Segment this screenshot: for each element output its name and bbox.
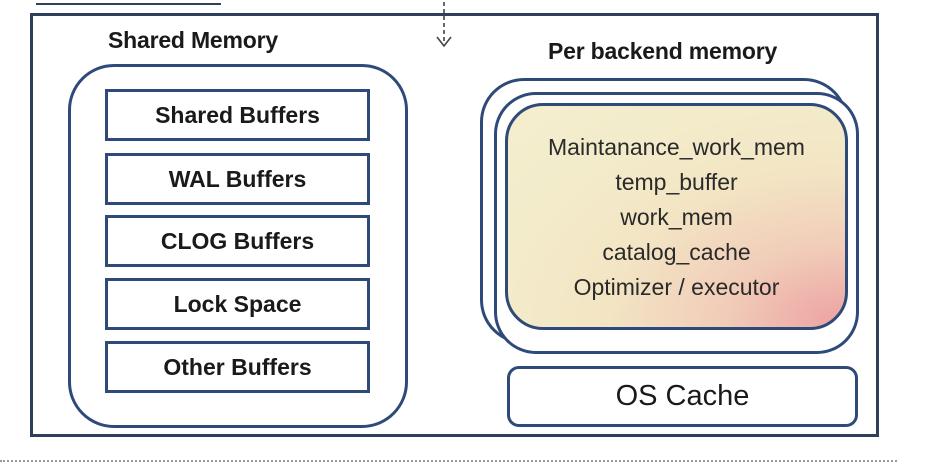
clog-buffers-box: CLOG Buffers (105, 215, 370, 267)
backend-item-work-mem: work_mem (620, 204, 733, 230)
top-frame-fragment (36, 3, 221, 5)
lock-space-box: Lock Space (105, 278, 370, 330)
shared-memory-container (68, 64, 408, 428)
dashed-down-arrow-icon (436, 2, 452, 48)
backend-item-catalog-cache: catalog_cache (602, 239, 751, 265)
wal-buffers-box: WAL Buffers (105, 153, 370, 205)
per-backend-memory-title: Per backend memory (548, 38, 778, 64)
other-buffers-box: Other Buffers (105, 341, 370, 393)
os-cache-box: OS Cache (507, 366, 858, 427)
shared-buffers-box: Shared Buffers (105, 89, 370, 141)
backend-stack-front: Maintanance_work_mem temp_buffer work_me… (505, 103, 848, 330)
backend-item-optimizer-executor: Optimizer / executor (573, 274, 780, 300)
outer-frame (30, 13, 879, 437)
backend-item-temp-buffer: temp_buffer (615, 169, 738, 195)
bottom-dotted-rule (0, 460, 897, 462)
shared-memory-title: Shared Memory (108, 27, 278, 53)
backend-item-maintenance-work-mem: Maintanance_work_mem (548, 134, 805, 160)
